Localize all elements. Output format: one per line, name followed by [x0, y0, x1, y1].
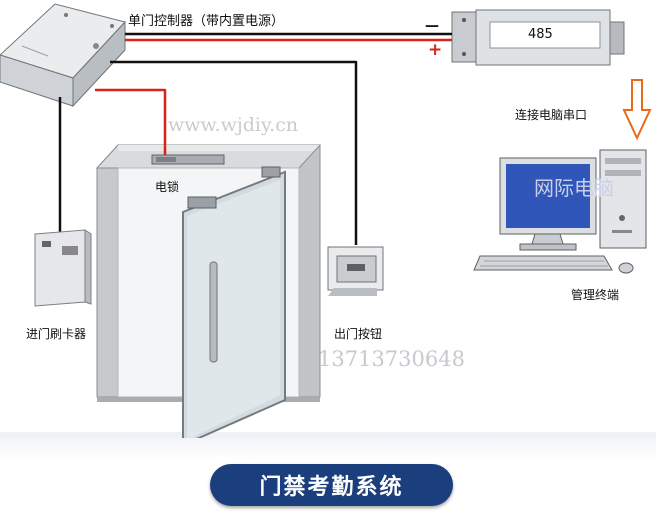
controller-box — [0, 3, 126, 108]
system-title-banner: 门禁考勤系统 — [210, 464, 453, 506]
converter-label: 485 — [528, 27, 553, 42]
card-reader-label: 进门刷卡器 — [26, 327, 87, 341]
site-watermark: www.wjdiy.cn — [168, 114, 299, 136]
down-arrow-icon — [622, 79, 652, 141]
phone-watermark: 13713730648 — [318, 347, 465, 371]
floor-fade — [0, 438, 656, 460]
plus-sign: + — [428, 40, 443, 60]
minus-sign: — — [425, 18, 439, 34]
rs485-converter — [451, 9, 625, 66]
exit-button-device — [327, 246, 384, 296]
monitor-screen — [506, 164, 590, 228]
door-handle — [209, 261, 218, 363]
computer — [473, 149, 647, 274]
door-hinge-top — [187, 196, 217, 209]
monitor-watermark: 网际电脑 — [534, 176, 614, 200]
lock-label: 电锁 — [155, 180, 180, 194]
management-terminal-label: 管理终端 — [571, 288, 620, 302]
wire-lock-red — [95, 88, 167, 155]
exit-button-label: 出门按钮 — [334, 327, 383, 341]
glass-door — [182, 166, 286, 447]
card-reader — [34, 229, 92, 307]
floor-shadow — [0, 432, 656, 440]
wiring — [58, 32, 452, 245]
electric-lock — [151, 154, 225, 165]
wire-exit-button — [110, 60, 358, 245]
connect-pc-label: 连接电脑串口 — [515, 108, 588, 122]
door-hinge-right — [261, 166, 281, 178]
controller-label: 单门控制器（带内置电源） — [128, 14, 285, 29]
